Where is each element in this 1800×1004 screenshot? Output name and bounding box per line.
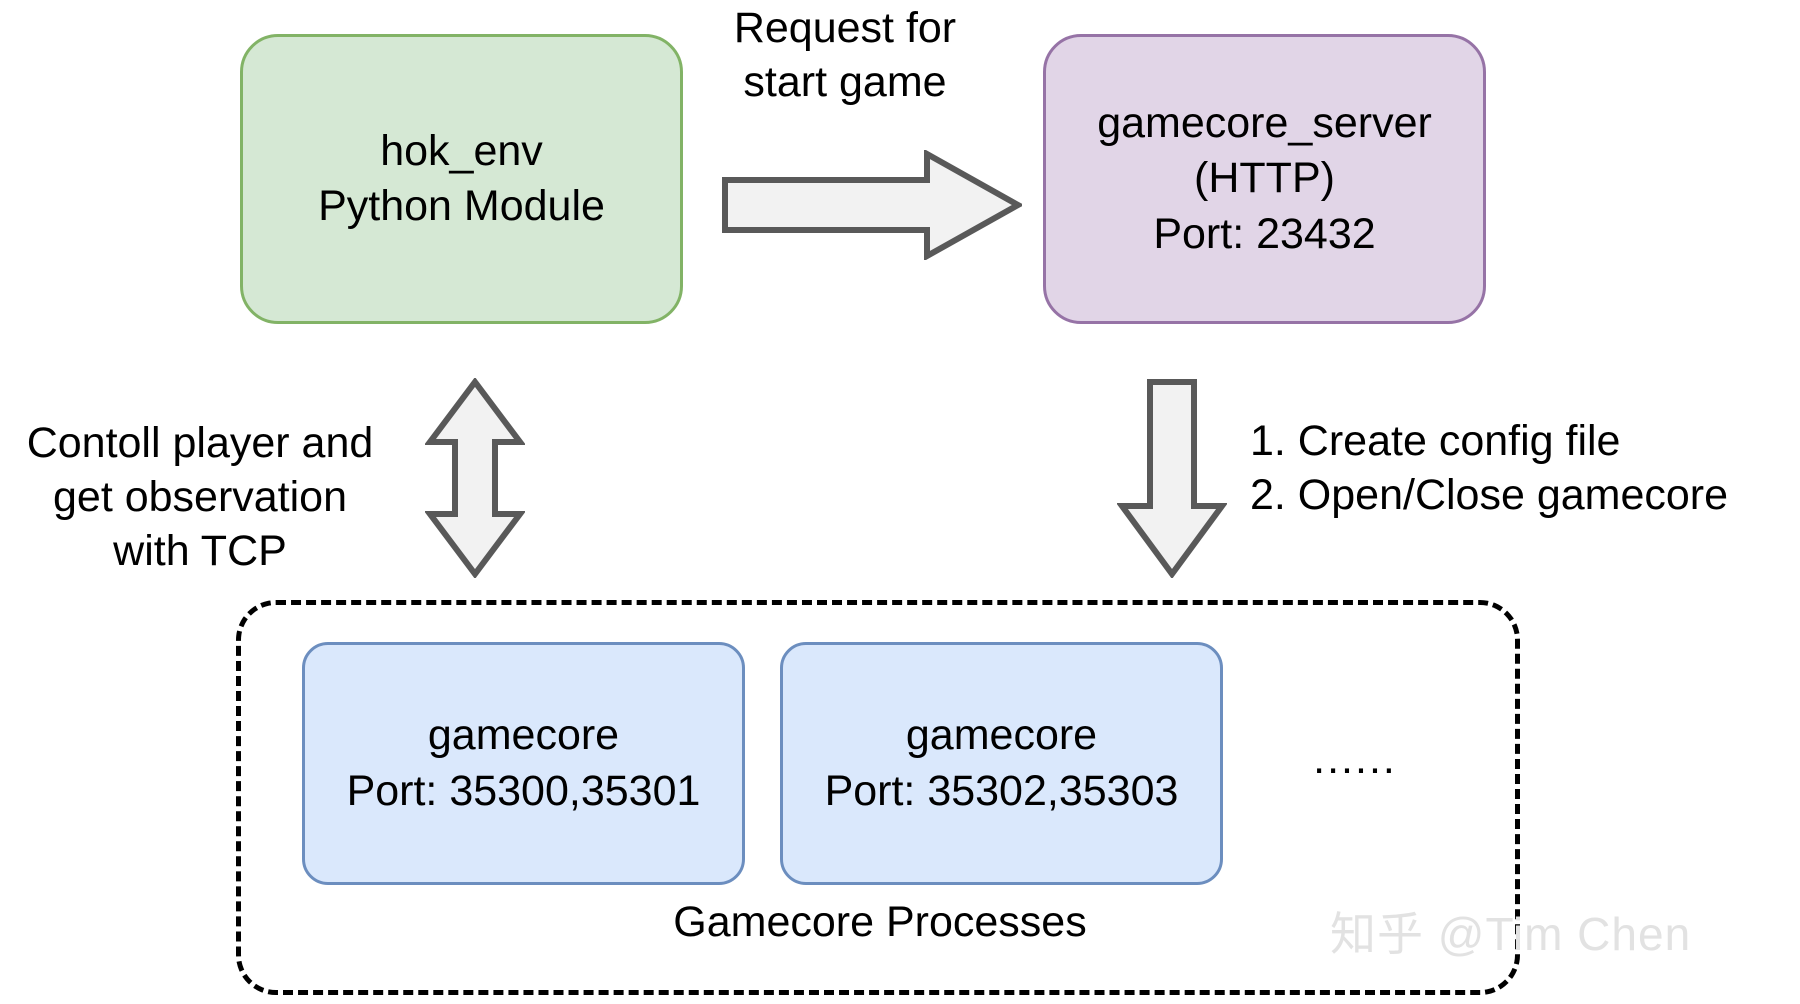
ellipsis-more-gamecores: ...... bbox=[1313, 735, 1397, 783]
node-hok-env[interactable]: hok_env Python Module bbox=[240, 34, 683, 324]
node-gamecore-0[interactable]: gamecore Port: 35300,35301 bbox=[302, 642, 745, 885]
node-gamecore-1[interactable]: gamecore Port: 35302,35303 bbox=[780, 642, 1223, 885]
arrow-down-config-icon bbox=[1116, 378, 1228, 580]
edge-label-request-for-start-game: Request for start game bbox=[733, 4, 957, 106]
gamecore-processes-container bbox=[236, 600, 1520, 995]
node-gamecore-server[interactable]: gamecore_server (HTTP) Port: 23432 bbox=[1043, 34, 1486, 324]
arrow-up-down-tcp-icon bbox=[424, 377, 526, 579]
arrow-right-request-icon bbox=[722, 148, 1025, 262]
edge-label-control-player-tcp: Contoll player and get observation with … bbox=[26, 419, 374, 575]
edge-label-config-steps: 1. Create config file 2. Open/Close game… bbox=[1250, 417, 1729, 519]
container-caption-gamecore-processes: Gamecore Processes bbox=[673, 898, 1087, 946]
